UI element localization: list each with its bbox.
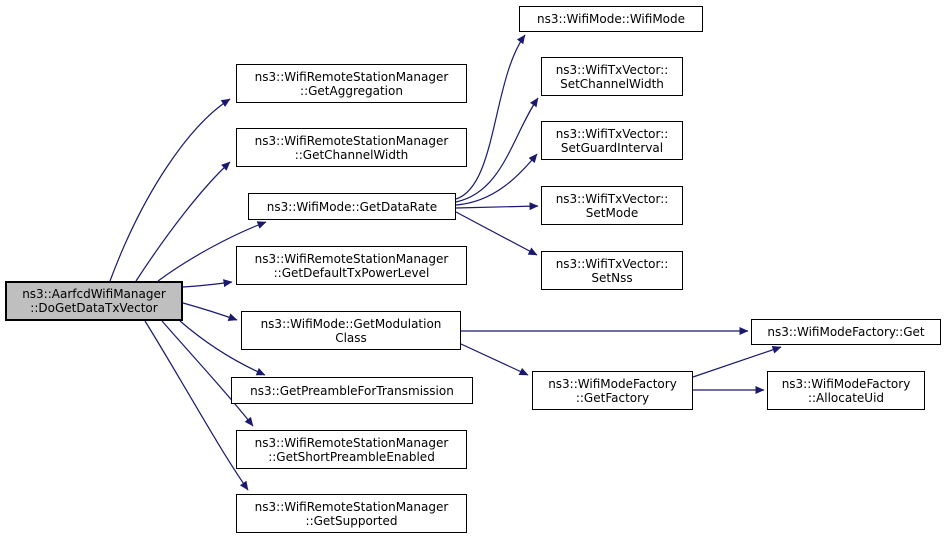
- node-label-line: ns3::WifiMode::GetDataRate: [266, 199, 438, 214]
- node-label-line: ::GetFactory: [575, 390, 650, 405]
- node-allocate-uid[interactable]: ns3::WifiModeFactory ::AllocateUid: [767, 371, 925, 410]
- node-label-line: SetMode: [585, 205, 639, 220]
- node-label-line: ns3::WifiTxVector::: [555, 126, 669, 141]
- edge-get-data-rate-to-set-channel-width: [455, 97, 539, 203]
- node-get-short-preamble-enabled[interactable]: ns3::WifiRemoteStationManager ::GetShort…: [236, 430, 467, 469]
- node-label-line: ns3::WifiRemoteStationManager: [254, 69, 449, 84]
- node-label-line: ::GetDefaultTxPowerLevel: [273, 265, 430, 280]
- node-set-guard-interval[interactable]: ns3::WifiTxVector:: SetGuardInterval: [541, 121, 683, 160]
- node-label-line: ::DoGetDataTxVector: [30, 301, 158, 315]
- node-label-line: ::GetChannelWidth: [294, 147, 409, 162]
- node-label-line: ns3::AarfcdWifiManager: [22, 287, 166, 301]
- node-get-modulation-class[interactable]: ns3::WifiMode::GetModulation Class: [241, 311, 461, 350]
- node-label-line: ::GetShortPreambleEnabled: [268, 449, 435, 464]
- node-label-line: ns3::GetPreambleForTransmission: [250, 383, 454, 398]
- node-do-get-data-tx-vector: ns3::AarfcdWifiManager ::DoGetDataTxVect…: [5, 281, 183, 321]
- node-label-line: ns3::WifiMode::GetModulation: [260, 316, 442, 331]
- node-label-line: ns3::WifiTxVector::: [555, 256, 669, 271]
- edge-root-to-get-preamble-for-transmission: [179, 320, 266, 376]
- edge-root-to-get-modulation-class: [182, 302, 238, 321]
- edge-root-to-get-short-preamble-enabled: [161, 320, 254, 427]
- edge-root-to-get-channel-width: [135, 161, 231, 282]
- edge-get-data-rate-to-set-guard-interval: [455, 153, 538, 206]
- edge-root-to-get-data-rate: [157, 221, 267, 282]
- node-label-line: SetNss: [591, 270, 633, 285]
- node-get-data-rate[interactable]: ns3::WifiMode::GetDataRate: [248, 193, 456, 220]
- edge-root-to-get-aggregation: [109, 98, 231, 282]
- node-get-aggregation[interactable]: ns3::WifiRemoteStationManager ::GetAggre…: [236, 64, 467, 103]
- node-get-supported[interactable]: ns3::WifiRemoteStationManager ::GetSuppo…: [236, 494, 467, 533]
- node-label-line: ::GetSupported: [305, 513, 398, 528]
- node-label-line: ns3::WifiRemoteStationManager: [254, 133, 449, 148]
- edge-root-to-get-supported: [144, 320, 249, 491]
- node-label-line: ::GetAggregation: [300, 83, 403, 98]
- node-label-line: ::AllocateUid: [807, 390, 885, 405]
- node-label-line: SetGuardInterval: [560, 140, 664, 155]
- node-label-line: SetChannelWidth: [560, 76, 664, 91]
- edge-get-data-rate-to-set-nss: [455, 211, 538, 256]
- edge-get-data-rate-to-set-mode: [455, 202, 539, 211]
- node-label-line: ns3::WifiModeFactory::Get: [767, 325, 925, 339]
- edge-get-modulation-class-to-get-factory: [460, 343, 529, 376]
- node-label-line: ns3::WifiMode::WifiMode: [536, 12, 686, 26]
- node-get-factory[interactable]: ns3::WifiModeFactory ::GetFactory: [532, 371, 693, 410]
- node-set-nss[interactable]: ns3::WifiTxVector:: SetNss: [541, 251, 683, 290]
- node-get-channel-width[interactable]: ns3::WifiRemoteStationManager ::GetChann…: [236, 128, 467, 167]
- node-label-line: ns3::WifiTxVector::: [555, 62, 669, 77]
- node-label-line: ns3::WifiModeFactory: [781, 376, 911, 391]
- node-factory-get[interactable]: ns3::WifiModeFactory::Get: [751, 319, 941, 345]
- node-set-mode[interactable]: ns3::WifiTxVector:: SetMode: [541, 186, 683, 225]
- node-get-default-tx-power-level[interactable]: ns3::WifiRemoteStationManager ::GetDefau…: [236, 246, 467, 285]
- node-label-line: ns3::WifiRemoteStationManager: [254, 251, 449, 266]
- node-get-preamble-for-transmission[interactable]: ns3::GetPreambleForTransmission: [231, 377, 473, 404]
- edge-get-data-rate-to-wifimode-ctor: [455, 34, 526, 200]
- edge-get-factory-to-factory-get: [692, 345, 782, 378]
- node-label-line: ns3::WifiRemoteStationManager: [254, 499, 449, 514]
- edge-root-to-get-default-tx-power-level: [182, 279, 233, 288]
- node-wifimode-ctor[interactable]: ns3::WifiMode::WifiMode: [519, 6, 703, 32]
- node-label-line: ns3::WifiRemoteStationManager: [254, 435, 449, 450]
- node-label-line: Class: [335, 330, 367, 345]
- node-label-line: ns3::WifiModeFactory: [548, 376, 677, 391]
- node-label-line: ns3::WifiTxVector::: [555, 191, 669, 206]
- node-set-channel-width[interactable]: ns3::WifiTxVector:: SetChannelWidth: [541, 57, 683, 96]
